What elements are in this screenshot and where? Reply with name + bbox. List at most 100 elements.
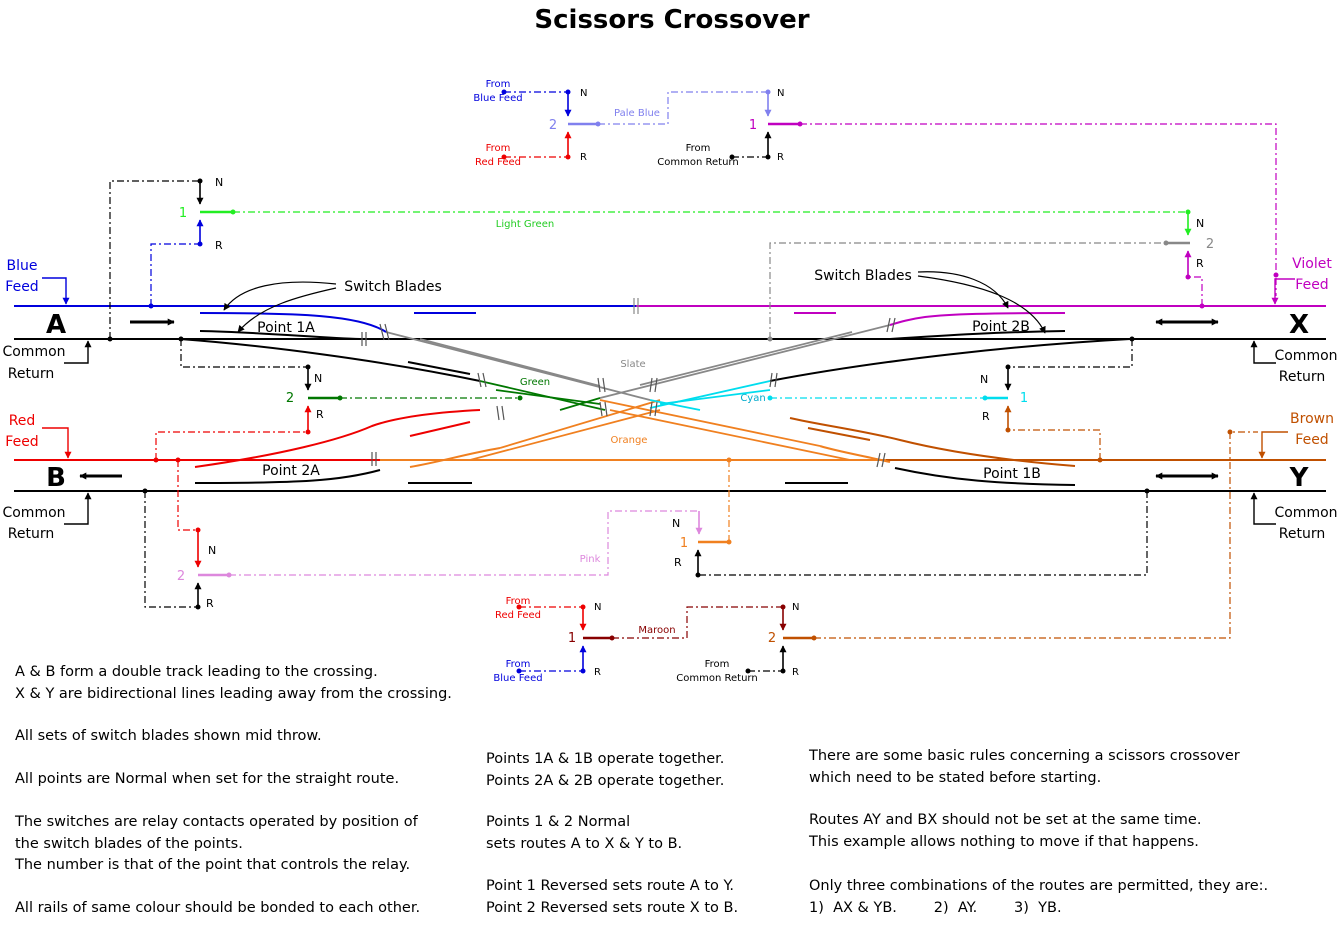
crossing-rails — [385, 324, 891, 461]
svg-text:2: 2 — [1206, 237, 1214, 252]
svg-text:N: N — [594, 602, 601, 613]
common-return-label-y: Common — [1274, 505, 1337, 521]
svg-text:From: From — [506, 659, 531, 670]
lower-track — [14, 459, 1326, 492]
svg-text:N: N — [314, 372, 322, 385]
svg-text:R: R — [594, 667, 601, 678]
svg-text:Return: Return — [8, 366, 54, 382]
svg-text:Common Return: Common Return — [676, 673, 757, 684]
switch-blades — [179, 312, 1131, 486]
green-label: Green — [520, 377, 550, 388]
point-2a-label: Point 2A — [262, 463, 320, 479]
svg-text:N: N — [208, 544, 216, 557]
svg-text:2: 2 — [768, 631, 776, 646]
svg-text:Return: Return — [1279, 369, 1325, 385]
note-normal-routes: Points 1 & 2 Normal sets routes A to X &… — [486, 814, 683, 852]
note-reversed-routes: Point 1 Reversed sets route A to Y. Poin… — [486, 878, 739, 916]
svg-text:R: R — [777, 152, 784, 163]
note-relay-contacts: The switches are relay contacts operated… — [15, 814, 418, 873]
svg-text:R: R — [316, 408, 324, 421]
svg-text:R: R — [792, 667, 799, 678]
svg-text:N: N — [1196, 217, 1204, 230]
svg-text:2: 2 — [549, 118, 557, 133]
blue-feed-label: Blue — [7, 258, 38, 274]
svg-text:Blue Feed: Blue Feed — [493, 673, 542, 684]
svg-text:R: R — [674, 556, 682, 569]
relay-contacts — [198, 122, 1190, 640]
slate-label: Slate — [620, 359, 645, 370]
common-return-arrows — [64, 340, 1276, 525]
point-2b-label: Point 2B — [972, 319, 1030, 335]
track-end-a: A — [46, 310, 66, 340]
svg-text:From: From — [705, 659, 730, 670]
svg-text:N: N — [980, 373, 988, 386]
orange-label: Orange — [611, 435, 648, 446]
track-end-y: Y — [1289, 463, 1310, 493]
svg-text:Feed: Feed — [5, 279, 38, 295]
svg-text:N: N — [672, 517, 680, 530]
svg-text:Common Return: Common Return — [657, 157, 738, 168]
insulating-gaps — [361, 317, 896, 468]
svg-text:N: N — [215, 176, 223, 189]
violet-feed-label: Violet — [1292, 256, 1332, 272]
svg-text:Return: Return — [1279, 526, 1325, 542]
svg-text:Red Feed: Red Feed — [475, 157, 521, 168]
upper-track — [14, 298, 1326, 340]
brown-feed-label: Brown — [1290, 411, 1334, 427]
pale-blue-label: Pale Blue — [614, 108, 660, 119]
point-1a-label: Point 1A — [257, 320, 315, 336]
svg-text:1: 1 — [749, 118, 757, 133]
direction-arrows — [79, 318, 1219, 480]
from-labels: From Blue Feed From Red Feed From Common… — [473, 79, 757, 684]
relay-numbers: 2 1 1 2 2 1 2 1 1 2 — [177, 118, 1214, 646]
switch-blades-label-left: Switch Blades — [344, 279, 442, 295]
feed-labels: Blue Feed Violet Feed Red Feed Brown Fee… — [5, 256, 1334, 450]
common-return-label-a: Common — [2, 344, 65, 360]
cyan-label: Cyan — [740, 393, 765, 404]
svg-text:From: From — [506, 596, 531, 607]
pink-label: Pink — [580, 554, 601, 565]
track-end-b: B — [46, 463, 66, 493]
relay-nr-labels: N R N R N R N R N R N R N R N R N R N R — [206, 88, 1204, 678]
svg-text:Red Feed: Red Feed — [495, 610, 541, 621]
svg-text:Feed: Feed — [1295, 277, 1328, 293]
relay-wiring — [109, 91, 1277, 672]
svg-text:R: R — [206, 597, 214, 610]
note-combinations: Only three combinations of the routes ar… — [809, 878, 1269, 916]
svg-text:1: 1 — [680, 536, 688, 551]
svg-text:N: N — [792, 602, 799, 613]
common-return-label-b: Common — [2, 505, 65, 521]
svg-text:Feed: Feed — [1295, 432, 1328, 448]
common-return-label-x: Common — [1274, 348, 1337, 364]
note-bonding: All rails of same colour should be bonde… — [15, 900, 421, 916]
light-green-label: Light Green — [496, 219, 554, 230]
track-end-x: X — [1289, 310, 1309, 340]
svg-text:N: N — [777, 88, 784, 99]
svg-text:Blue Feed: Blue Feed — [473, 93, 522, 104]
svg-text:Feed: Feed — [5, 434, 38, 450]
svg-text:R: R — [982, 410, 990, 423]
switch-blades-label-right: Switch Blades — [814, 268, 912, 284]
note-double-track: A & B form a double track leading to the… — [15, 664, 452, 702]
diagram-title: Scissors Crossover — [534, 5, 809, 35]
point-1b-label: Point 1B — [983, 466, 1041, 482]
svg-text:From: From — [486, 143, 511, 154]
svg-text:1: 1 — [1020, 391, 1028, 406]
note-points-together: Points 1A & 1B operate together. Points … — [486, 751, 725, 789]
note-basic-rules: There are some basic rules concerning a … — [809, 748, 1240, 786]
svg-text:From: From — [686, 143, 711, 154]
svg-text:R: R — [580, 152, 587, 163]
note-mid-throw: All sets of switch blades shown mid thro… — [15, 728, 322, 744]
svg-text:R: R — [215, 239, 223, 252]
switch-blades-pointers — [223, 271, 1046, 334]
svg-text:From: From — [486, 79, 511, 90]
relay-contact-arrows — [194, 92, 1192, 671]
svg-text:1: 1 — [568, 631, 576, 646]
junction-dots — [107, 89, 1279, 674]
red-feed-label: Red — [9, 413, 36, 429]
svg-text:2: 2 — [177, 569, 185, 584]
svg-text:R: R — [1196, 257, 1204, 270]
svg-text:Return: Return — [8, 526, 54, 542]
note-normal-straight: All points are Normal when set for the s… — [15, 771, 400, 787]
